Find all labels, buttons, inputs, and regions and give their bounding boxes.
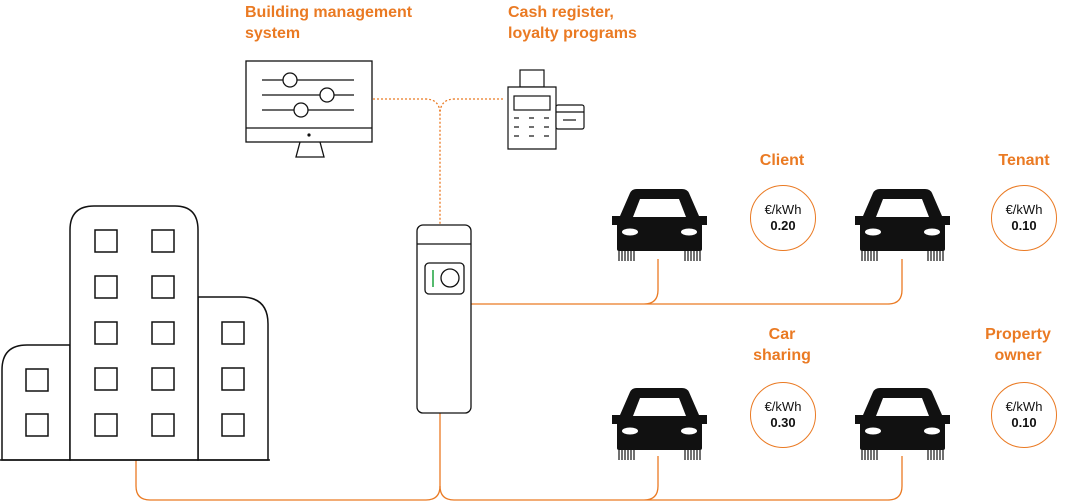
price-unit: €/kWh [764,399,802,414]
car-icon [611,387,708,461]
monitor-sliders-icon [245,60,373,158]
car-icon [854,188,951,262]
bms-connection-line [373,98,441,225]
charging-station-icon [416,224,472,414]
price-value: 0.10 [1011,415,1037,430]
car-icon [611,188,708,262]
user-name-tenant: Tenant [998,152,1050,169]
price-badge-car-sharing: €/kWh 0.30 [750,382,816,448]
price-value: 0.10 [1011,218,1037,233]
price-badge-client: €/kWh 0.20 [750,185,816,251]
car-icon [854,387,951,461]
price-badge-property-owner: €/kWh 0.10 [991,382,1057,448]
user-name-client: Client [759,152,805,169]
building-power-line [135,413,441,501]
bms-label: Building management system [245,4,413,42]
user-name-car-sharing: Car sharing [753,326,811,364]
building-icon [0,205,270,461]
lower-cars-line [439,456,903,501]
price-badge-tenant: €/kWh 0.10 [991,185,1057,251]
cash-connection-line [439,98,503,115]
price-unit: €/kWh [764,202,802,217]
price-unit: €/kWh [1005,202,1043,217]
payment-terminal-icon [507,69,585,150]
price-value: 0.20 [770,218,796,233]
upper-cars-line [471,259,903,305]
cash-register-label: Cash register, loyalty programs [508,4,637,42]
user-name-property-owner: Property owner [985,326,1051,364]
price-value: 0.30 [770,415,796,430]
price-unit: €/kWh [1005,399,1043,414]
